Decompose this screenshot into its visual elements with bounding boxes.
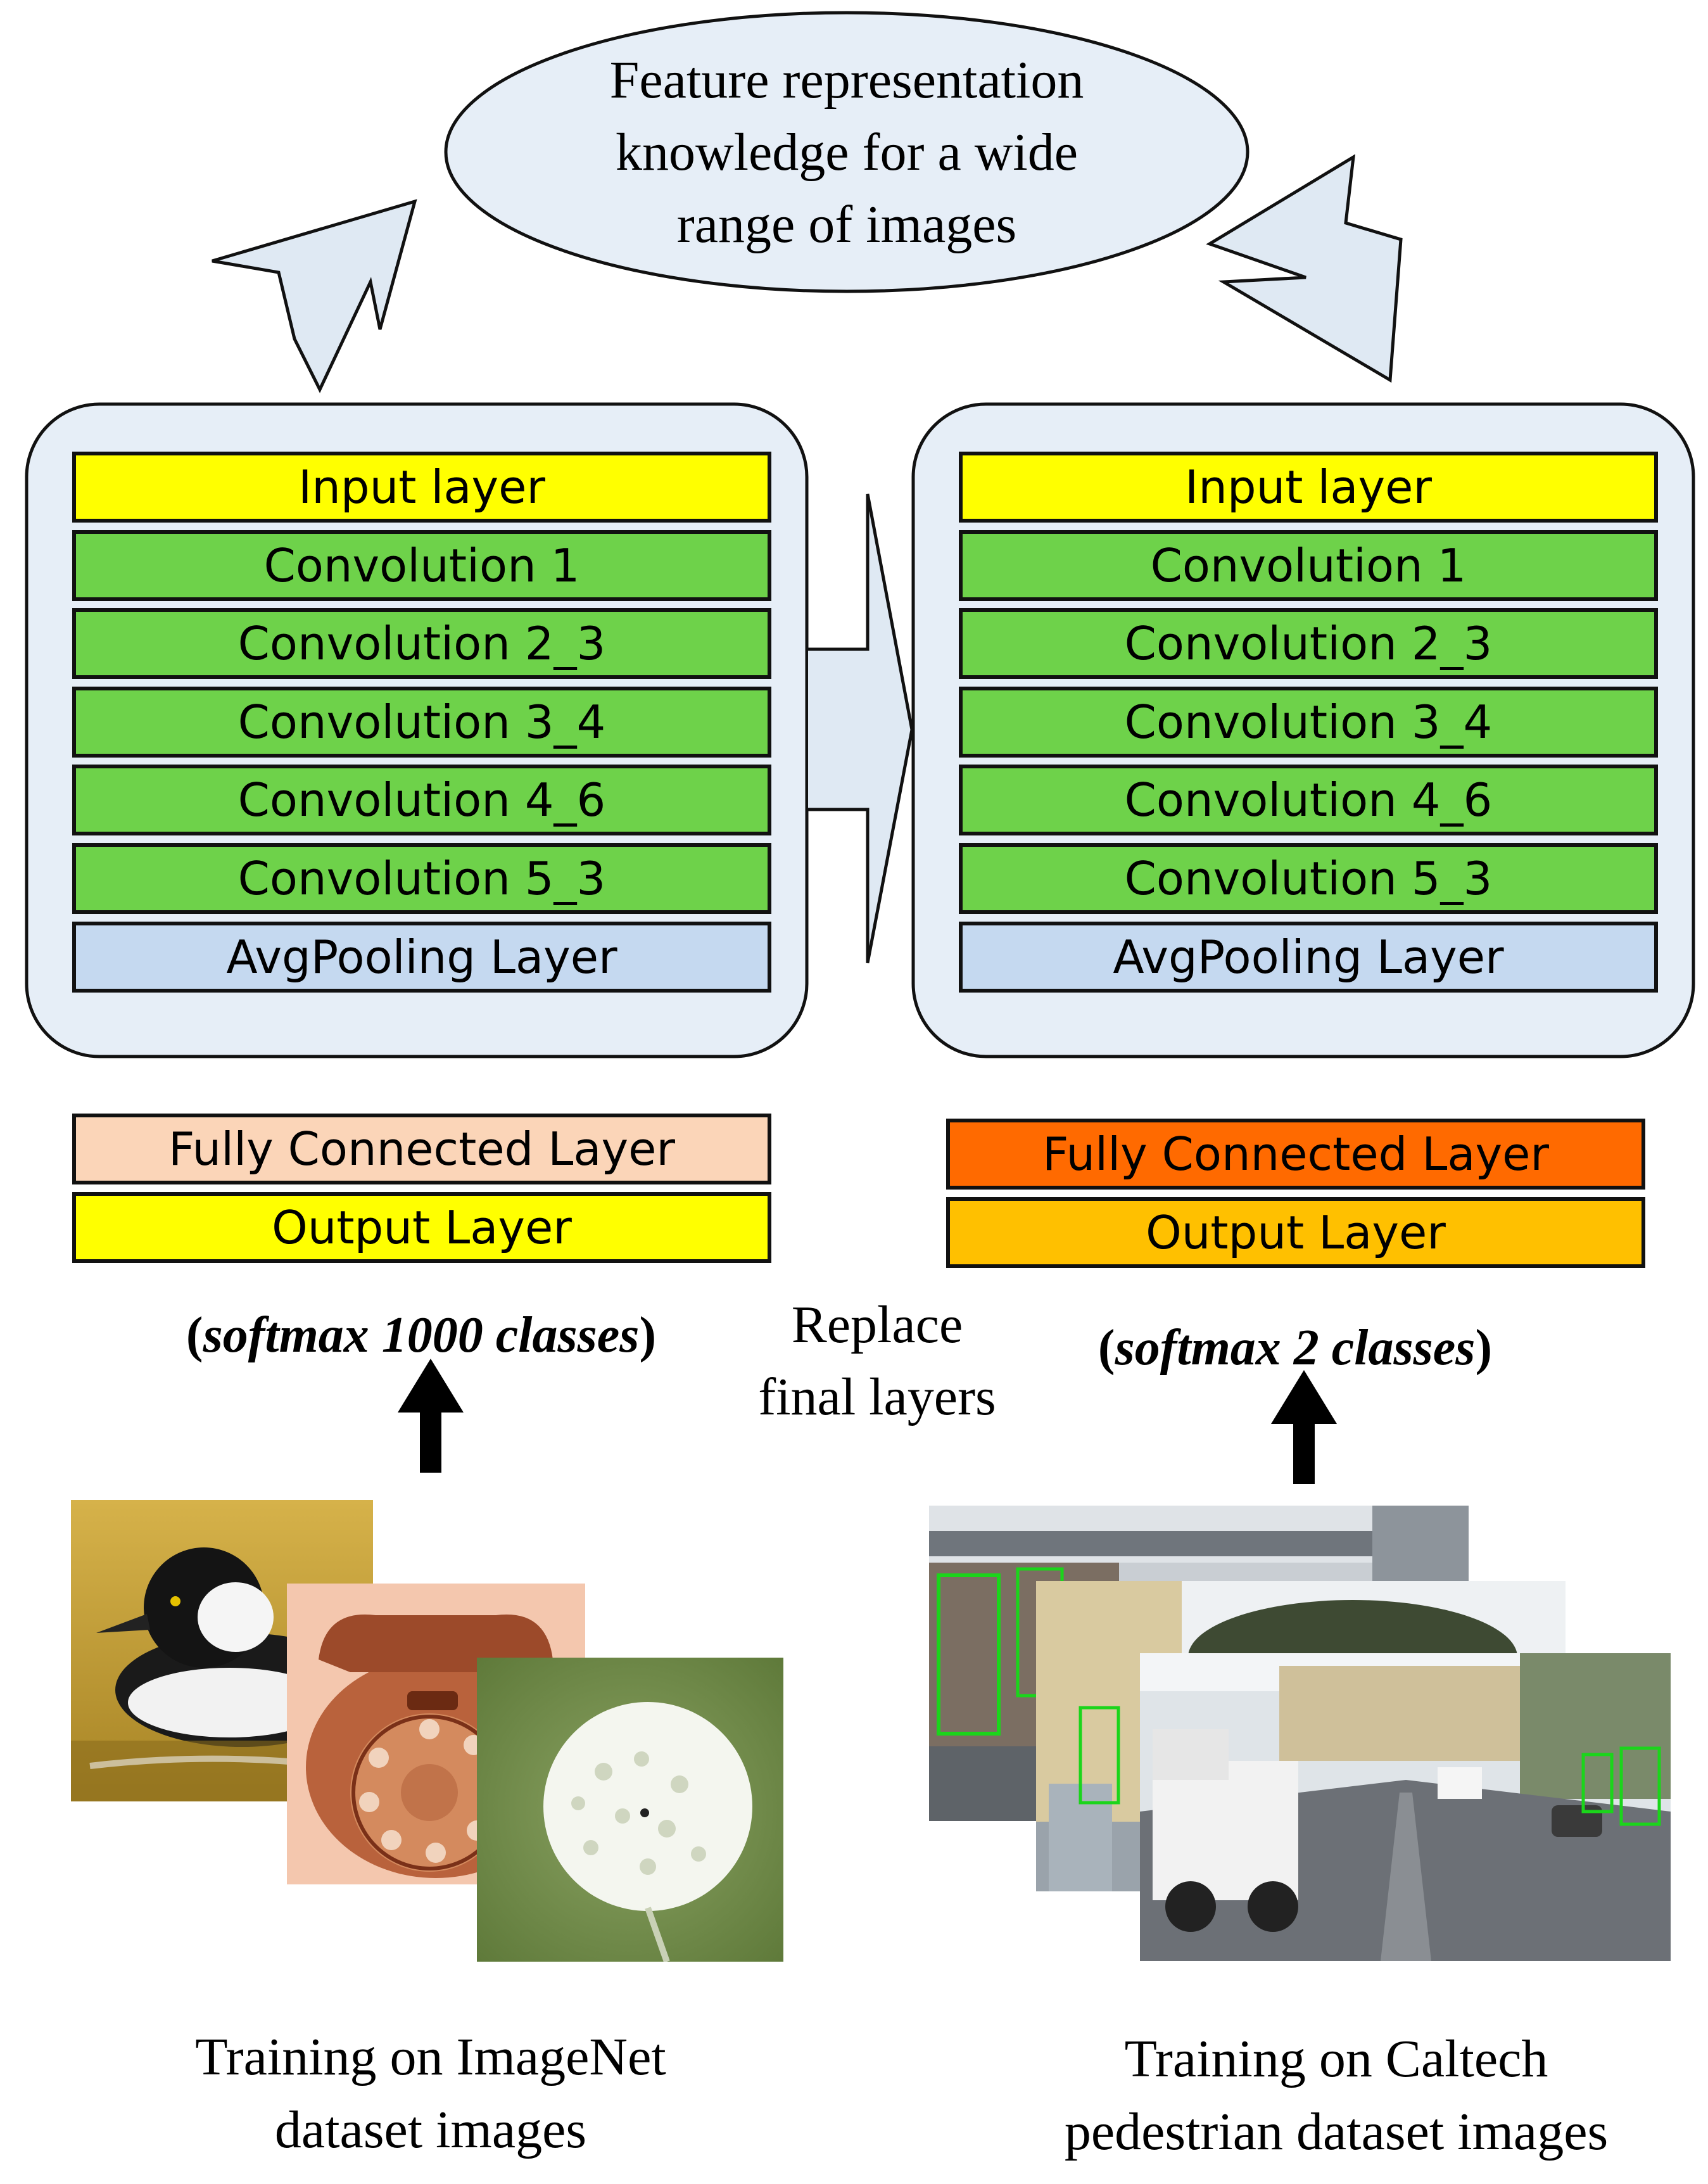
right-caption: Training on Caltech pedestrian dataset i… <box>1064 2029 1609 2161</box>
left-output-layer: Output Layer <box>72 1192 771 1263</box>
right-convolution-2-3: Convolution 2_3 <box>959 608 1658 679</box>
cloud-line-3: range of images <box>676 195 1017 254</box>
right-convolution-4-6: Convolution 4_6 <box>959 765 1658 835</box>
right-output-layer: Output Layer <box>946 1197 1645 1268</box>
right-input-layer: Input layer <box>959 452 1658 523</box>
left-convolution-1: Convolution 1 <box>72 530 771 601</box>
flower-photo <box>477 1658 783 1962</box>
right-convolution-3-4: Convolution 3_4 <box>959 687 1658 758</box>
arrow-up-to-cloud <box>212 199 417 393</box>
right-convolution-1: Convolution 1 <box>959 530 1658 601</box>
left-convolution-2-3: Convolution 2_3 <box>72 608 771 679</box>
left-up-arrow <box>398 1359 464 1473</box>
right-fully-connected-layer: Fully Connected Layer <box>946 1119 1645 1190</box>
left-input-layer: Input layer <box>72 452 771 523</box>
right-convolution-5-3: Convolution 5_3 <box>959 843 1658 914</box>
left-convolution-3-4: Convolution 3_4 <box>72 687 771 758</box>
knowledge-cloud <box>444 11 1249 293</box>
right-avgpooling-layer: AvgPooling Layer <box>959 922 1658 993</box>
replace-final-layers-text: Replace final layers <box>758 1295 996 1426</box>
cloud-line-1: Feature representation <box>609 51 1084 110</box>
cloud-text: Feature representation knowledge for a w… <box>494 44 1199 261</box>
left-caption: Training on ImageNet dataset images <box>195 2028 666 2159</box>
left-fully-connected-layer: Fully Connected Layer <box>72 1114 771 1184</box>
right-up-arrow <box>1271 1370 1337 1484</box>
right-softmax-label: (softmax 2 classes) <box>1098 1320 1493 1376</box>
left-convolution-4-6: Convolution 4_6 <box>72 765 771 835</box>
left-convolution-5-3: Convolution 5_3 <box>72 843 771 914</box>
street-photo-3 <box>1140 1653 1671 1961</box>
left-softmax-label: (softmax 1000 classes) <box>186 1307 657 1363</box>
transfer-arrow <box>808 493 914 963</box>
left-avgpooling-layer: AvgPooling Layer <box>72 922 771 993</box>
arrow-down-from-cloud <box>1206 154 1403 383</box>
cloud-line-2: knowledge for a wide <box>615 123 1079 182</box>
